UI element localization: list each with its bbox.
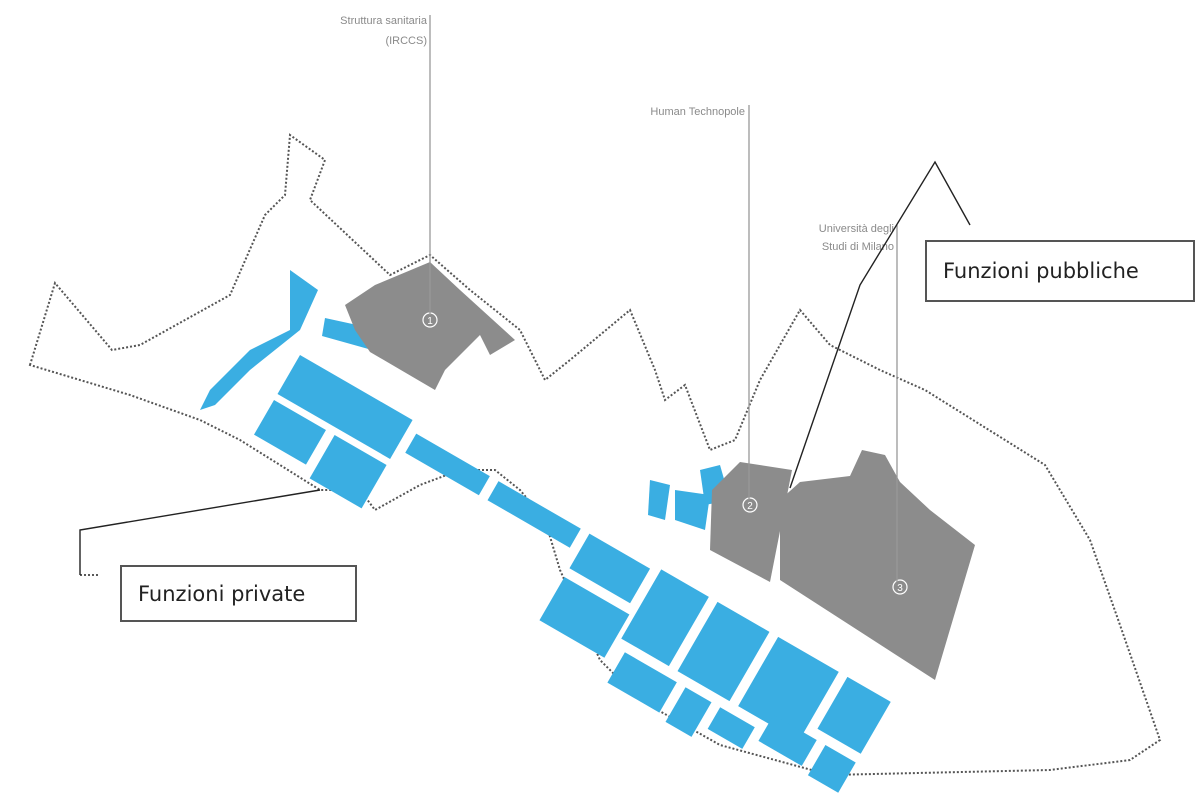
label-human-technopole: Human Technopole — [650, 106, 745, 118]
building-irccs — [345, 262, 515, 390]
marker-3: 3 — [897, 583, 903, 594]
building-universita — [780, 450, 975, 680]
building-human-technopole — [710, 462, 792, 582]
funzioni-private-label: Funzioni private — [120, 565, 357, 622]
callout-lines — [79, 160, 971, 576]
site-boundary — [28, 133, 1162, 777]
marker-1: 1 — [427, 316, 433, 327]
private-functions-area — [200, 270, 891, 793]
marker-2: 2 — [747, 501, 753, 512]
label-irccs: (IRCCS) — [385, 35, 427, 47]
label-struttura-sanitaria: Struttura sanitaria — [340, 15, 428, 27]
funzioni-pubbliche-label: Funzioni pubbliche — [925, 240, 1195, 302]
leader-lines — [429, 15, 898, 582]
public-functions-area — [345, 262, 975, 680]
label-studi-milano: Studi di Milano — [822, 241, 894, 253]
label-universita: Università degli — [819, 223, 894, 235]
